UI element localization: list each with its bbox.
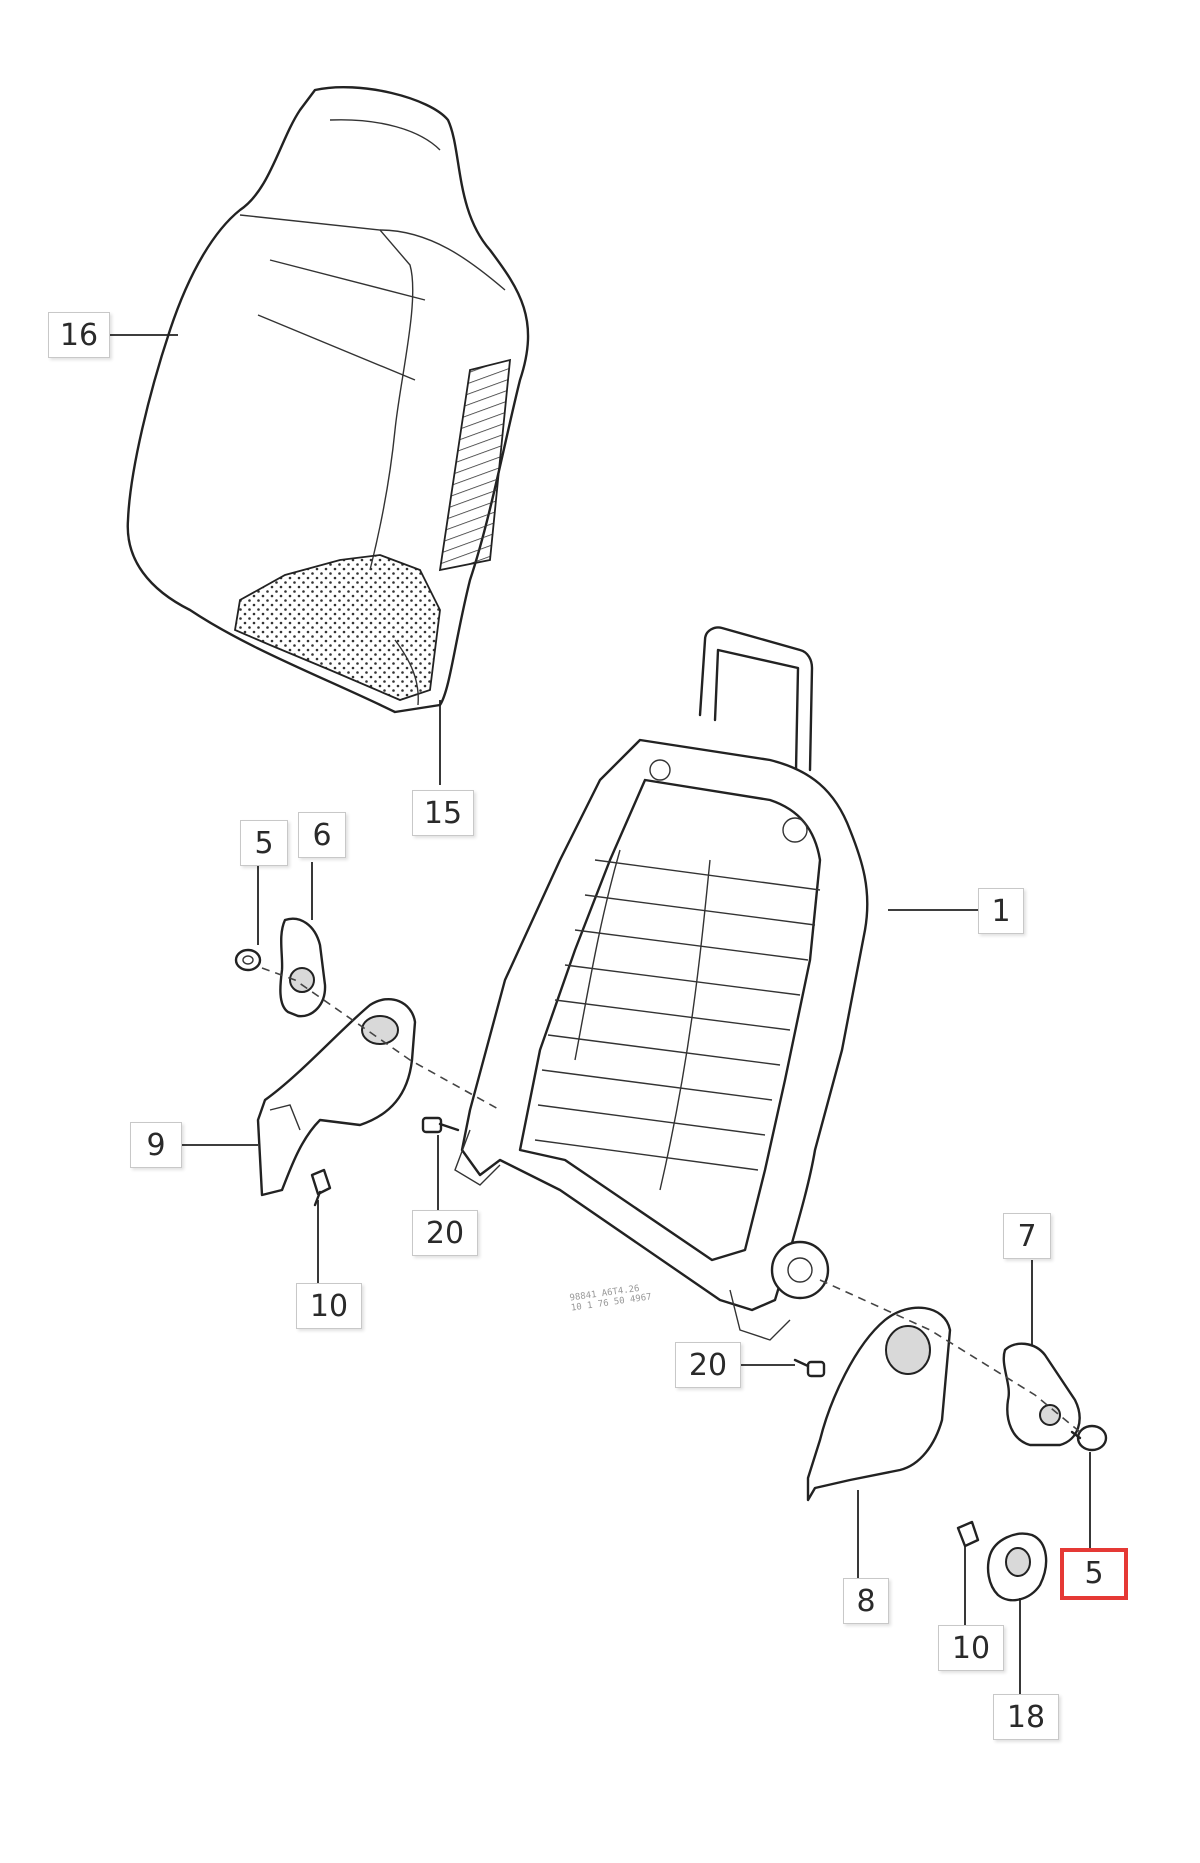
- part-5-clip-right: [1070, 1424, 1108, 1452]
- callout-5-left[interactable]: 5: [240, 820, 288, 866]
- callout-18[interactable]: 18: [993, 1694, 1059, 1740]
- part-1-backrest-frame: [454, 626, 869, 1341]
- callout-6[interactable]: 6: [298, 812, 346, 858]
- part-20-bolt-right: [793, 1358, 826, 1378]
- callout-8[interactable]: 8: [843, 1578, 889, 1624]
- part-20-bolt-left: [421, 1116, 460, 1134]
- callout-5-right-highlighted[interactable]: 5: [1060, 1548, 1128, 1600]
- part-18-knob: [986, 1532, 1048, 1602]
- part-5-clip-left: [234, 948, 262, 972]
- callout-16[interactable]: 16: [48, 312, 110, 358]
- part-16-backrest-cover: [126, 86, 530, 714]
- callout-15[interactable]: 15: [412, 790, 474, 836]
- leader-lines: [110, 334, 1091, 1697]
- part-10-pin-left: [310, 1168, 332, 1207]
- part-9-side-cover-left: [256, 997, 417, 1197]
- callout-9[interactable]: 9: [130, 1122, 182, 1168]
- callout-10-left[interactable]: 10: [296, 1283, 362, 1329]
- callout-7[interactable]: 7: [1003, 1213, 1051, 1259]
- callout-20-right[interactable]: 20: [675, 1342, 741, 1388]
- part-8-side-cover-right: [806, 1306, 952, 1502]
- part-6-recliner-cover-left: [279, 917, 327, 1018]
- part-7-recliner-cover-right: [1002, 1342, 1081, 1447]
- assembly-axes: [261, 967, 1081, 1433]
- callout-20-left[interactable]: 20: [412, 1210, 478, 1256]
- part-10-pin-right: [956, 1520, 980, 1548]
- callout-1[interactable]: 1: [978, 888, 1024, 934]
- callout-10-right[interactable]: 10: [938, 1625, 1004, 1671]
